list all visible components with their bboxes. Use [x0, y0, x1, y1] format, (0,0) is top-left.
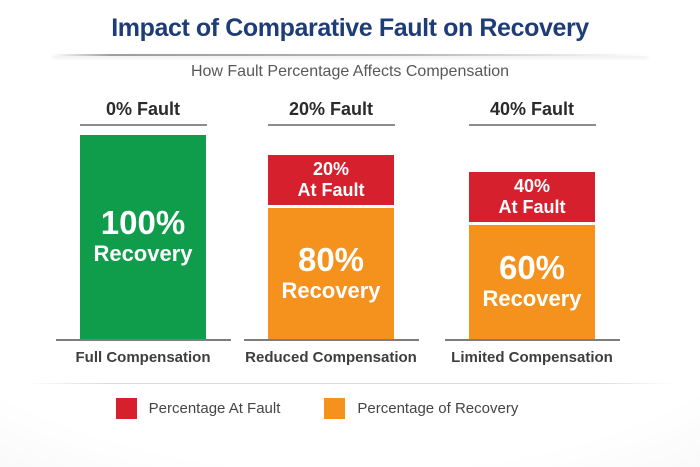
legend-divider — [25, 383, 675, 384]
axis-baseline — [55, 339, 231, 341]
bar-segment-recovery: 100% Recovery — [80, 135, 206, 339]
segment-caption: Recovery — [93, 241, 193, 267]
segment-caption: Recovery — [281, 277, 381, 303]
column-footer: Full Compensation — [75, 349, 211, 366]
bar-reduced-recovery: 20% At Fault 80% Recovery — [268, 155, 394, 339]
segment-caption: At Fault — [498, 197, 566, 217]
segment-value: 40% — [513, 176, 551, 197]
bar-area: 100% Recovery — [55, 126, 231, 339]
segment-caption: At Fault — [297, 180, 365, 200]
chart-column-0-fault: 0% Fault 100% Recovery Full Compensation — [55, 96, 231, 366]
bar-segment-fault: 20% At Fault — [268, 155, 394, 205]
axis-baseline — [243, 339, 419, 341]
bar-full-recovery: 100% Recovery — [80, 135, 206, 339]
bar-segment-recovery: 80% Recovery — [268, 208, 394, 339]
title-divider — [52, 54, 648, 56]
legend-item-fault: Percentage At Fault — [115, 398, 281, 419]
segment-value: 80% — [297, 240, 365, 278]
chart-column-20-fault: 20% Fault 20% At Fault 80% Recovery Redu… — [243, 96, 419, 366]
page-subtitle: How Fault Percentage Affects Compensatio… — [190, 63, 510, 80]
page-title: Impact of Comparative Fault on Recovery — [111, 14, 589, 42]
column-header-underline — [79, 124, 207, 126]
segment-value: 60% — [498, 249, 566, 287]
segment-caption: Recovery — [482, 286, 582, 312]
legend-label: Percentage At Fault — [148, 400, 281, 417]
axis-baseline — [444, 339, 620, 341]
legend: Percentage At Fault Percentage of Recove… — [0, 398, 700, 419]
bar-segment-fault: 40% At Fault — [469, 172, 595, 222]
segment-value: 20% — [312, 159, 350, 180]
bar-segment-recovery: 60% Recovery — [469, 225, 595, 339]
column-header: 20% Fault — [288, 99, 374, 119]
column-header-underline — [468, 124, 596, 126]
bar-limited-recovery: 40% At Fault 60% Recovery — [469, 172, 595, 339]
bar-chart: 0% Fault 100% Recovery Full Compensation… — [0, 96, 700, 366]
fault-color-swatch-icon — [115, 398, 137, 419]
legend-label: Percentage of Recovery — [357, 400, 519, 417]
segment-value: 100% — [100, 204, 186, 242]
chart-column-40-fault: 40% Fault 40% At Fault 60% Recovery Limi… — [444, 96, 620, 366]
column-header-underline — [267, 124, 395, 126]
column-header: 40% Fault — [489, 99, 575, 119]
bar-area: 40% At Fault 60% Recovery — [444, 126, 620, 339]
column-footer: Reduced Compensation — [245, 349, 417, 366]
column-header: 0% Fault — [105, 99, 180, 119]
bar-area: 20% At Fault 80% Recovery — [243, 126, 419, 339]
legend-item-recovery: Percentage of Recovery — [324, 398, 518, 419]
column-footer: Limited Compensation — [451, 349, 613, 366]
recovery-color-swatch-icon — [324, 398, 346, 419]
